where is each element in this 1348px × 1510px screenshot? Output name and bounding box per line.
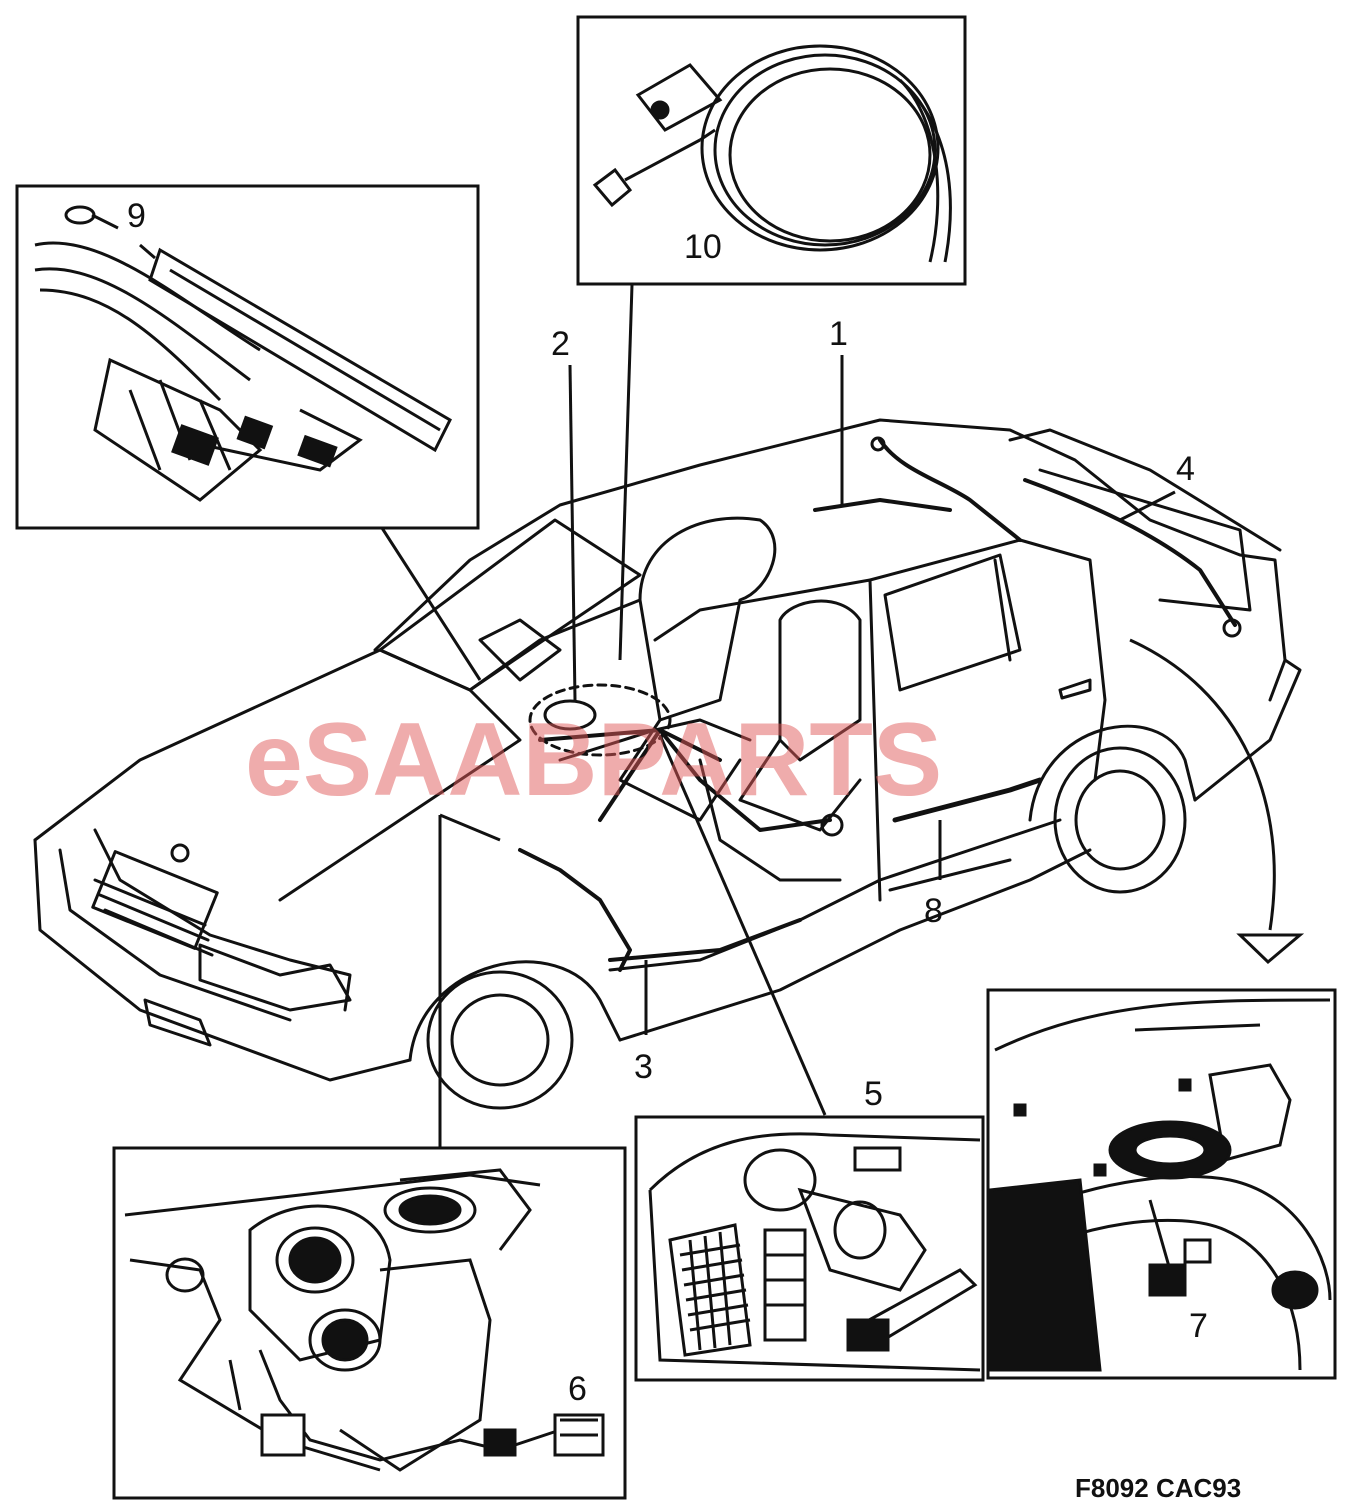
detail-box-6 xyxy=(112,1146,627,1500)
detail-box-5 xyxy=(634,1115,985,1382)
watermark-prefix: e xyxy=(245,702,303,818)
detail-box-10 xyxy=(576,15,967,286)
leader-lines xyxy=(380,284,1276,1148)
callout-3: 3 xyxy=(634,1048,653,1086)
callout-1: 1 xyxy=(829,315,848,353)
detail-box-9 xyxy=(15,184,480,530)
car-illustration xyxy=(33,418,1302,1110)
detail-box-7 xyxy=(986,988,1337,1380)
callout-2: 2 xyxy=(551,325,570,363)
callout-4: 4 xyxy=(1176,450,1195,488)
callout-8: 8 xyxy=(924,892,943,930)
callout-10: 10 xyxy=(684,228,722,266)
diagram-code: F8092 CAC93 xyxy=(1075,1473,1241,1503)
arrow-head xyxy=(1236,933,1305,965)
watermark: eSAABPARTS xyxy=(245,702,942,818)
watermark-middle: SAAB xyxy=(303,702,598,818)
callout-6: 6 xyxy=(568,1370,587,1408)
callout-9: 9 xyxy=(127,197,146,235)
callout-5: 5 xyxy=(864,1075,883,1113)
watermark-suffix: PARTS xyxy=(598,702,943,818)
callout-7: 7 xyxy=(1189,1307,1208,1345)
